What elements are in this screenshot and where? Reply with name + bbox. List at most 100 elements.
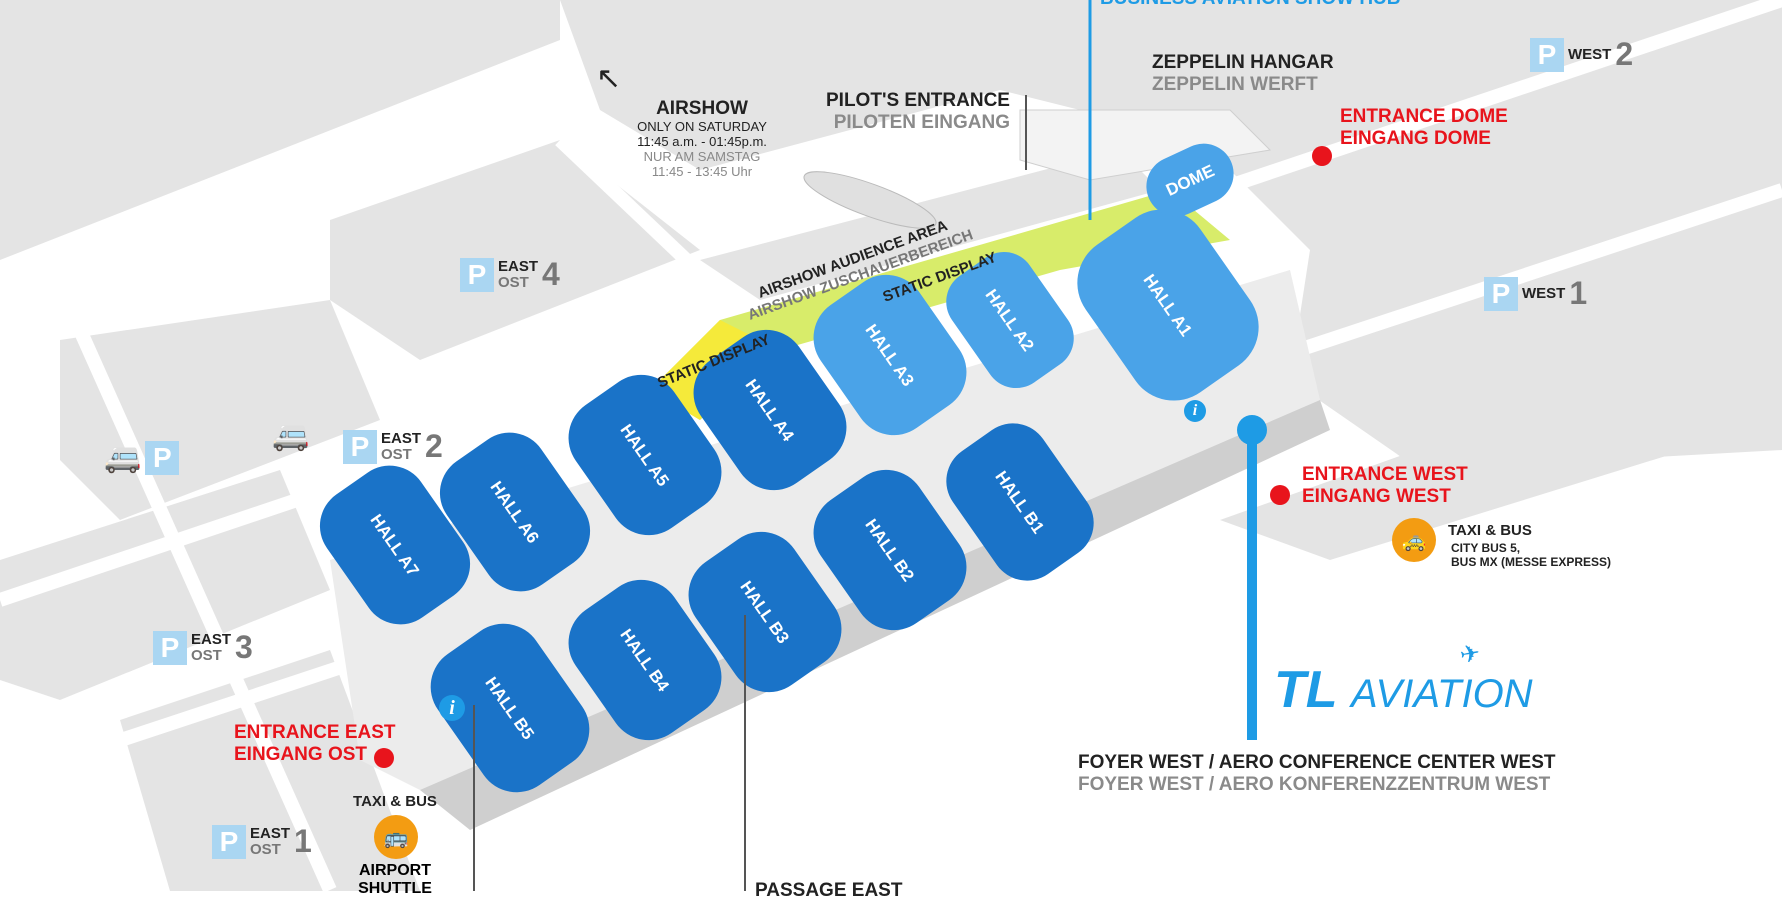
parking-icon: P — [1530, 37, 1564, 72]
parking-number: 3 — [235, 629, 253, 665]
taxi-east-label: TAXI & BUS — [340, 793, 450, 810]
airshow-line: 11:45 a.m. - 01:45p.m. — [637, 133, 767, 149]
parking-name: EAST — [191, 630, 232, 648]
hall-roof — [946, 423, 1094, 581]
camper-icon: 🚐 — [104, 441, 142, 474]
taxi-bus-icon: 🚕 — [1392, 518, 1436, 562]
airport-shuttle-label: AIRPORT SHUTTLE — [358, 862, 432, 898]
parking-name: WEST — [1568, 45, 1612, 63]
parking-name: EAST — [498, 257, 539, 275]
hall-hall-a7[interactable]: HALL A7 — [305, 451, 485, 640]
arrow-up-left-icon: ↖ — [596, 62, 622, 95]
hall-hall-b4[interactable]: HALL B4 — [553, 564, 737, 756]
parking-number: 4 — [542, 256, 560, 292]
entrance-dome-de: EINGANG DOME — [1340, 127, 1491, 149]
hall-hall-a3[interactable]: HALL A3 — [798, 259, 982, 451]
parking-name-de: OST — [498, 273, 529, 291]
hall-hall-b1[interactable]: HALL B1 — [932, 409, 1108, 595]
hall-roof — [946, 251, 1074, 389]
parking-west-2[interactable]: P WEST 2 — [1530, 36, 1633, 73]
entrance-west-de: EINGANG WEST — [1302, 485, 1451, 507]
entrance-dome-marker[interactable] — [1312, 146, 1332, 166]
parking-icon: P — [460, 257, 494, 292]
entrance-east-en: ENTRANCE EAST — [234, 722, 396, 743]
parking-icon: P — [145, 440, 180, 475]
parking-number: 1 — [1569, 275, 1588, 311]
hall-hall-b5[interactable]: HALL B5 — [415, 608, 605, 808]
airshow-title: AIRSHOW — [656, 98, 748, 119]
hall-roof — [813, 469, 967, 631]
entrance-dome-label: ENTRANCE DOME EINGANG DOME — [1340, 106, 1508, 150]
entrance-west-en: ENTRANCE WEST — [1302, 464, 1468, 485]
entrance-west-marker[interactable] — [1270, 485, 1290, 505]
hall-roof — [319, 465, 471, 625]
hall-roof — [568, 374, 722, 536]
pilot-entrance-en: PILOT'S ENTRANCE — [826, 90, 1010, 111]
parking-name: EAST — [381, 429, 422, 447]
parking-name: WEST — [1522, 284, 1566, 302]
zeppelin-en: ZEPPELIN HANGAR — [1152, 52, 1334, 73]
hall-hall-a2[interactable]: HALL A2 — [934, 240, 1086, 401]
hall-roof — [693, 329, 847, 491]
parking-name-de: OST — [250, 840, 281, 858]
taxi-west-line: BUS MX (MESSE EXPRESS) — [1451, 555, 1612, 570]
parking-name-de: OST — [191, 646, 222, 664]
info-icon[interactable]: i — [439, 695, 465, 721]
parking-number: 2 — [425, 428, 443, 464]
entrance-east-marker[interactable] — [374, 748, 394, 768]
foyer-de: FOYER WEST / AERO KONFERENZZENTRUM WEST — [1078, 773, 1551, 795]
foyer-en: FOYER WEST / AERO CONFERENCE CENTER WEST — [1078, 752, 1556, 773]
parking-icon: P — [343, 429, 377, 464]
entrance-east-label: ENTRANCE EAST EINGANG OST — [234, 722, 396, 766]
hall-roof — [688, 531, 842, 693]
hall-hall-a6[interactable]: HALL A6 — [425, 418, 605, 607]
hall-hall-a4[interactable]: HALL A4 — [678, 314, 862, 506]
airshow-line: NUR AM SAMSTAG — [643, 148, 761, 164]
airshow-info: AIRSHOW ONLY ON SATURDAY 11:45 a.m. - 01… — [612, 98, 792, 180]
taxi-west-line: CITY BUS 5, — [1451, 541, 1521, 556]
parking-number: 1 — [294, 823, 312, 859]
hall-hall-b2[interactable]: HALL B2 — [798, 454, 982, 646]
foyer-pointer-dot — [1237, 415, 1267, 445]
taxi-west-label: TAXI & BUS CITY BUS 5, BUS MX (MESSE EXP… — [1448, 522, 1611, 570]
zeppelin-hangar-label: ZEPPELIN HANGAR ZEPPELIN WERFT — [1152, 52, 1334, 96]
foyer-label: FOYER WEST / AERO CONFERENCE CENTER WEST… — [1078, 752, 1556, 796]
zeppelin-icon — [803, 171, 937, 229]
taxi-bus-icon: 🚌 — [374, 815, 418, 859]
parking-number: 2 — [1615, 36, 1634, 72]
parking-name: EAST — [250, 824, 291, 842]
hall-roof — [568, 579, 722, 741]
parking-west-1[interactable]: P WEST 1 — [1484, 275, 1587, 312]
pilot-entrance-de: PILOTEN EINGANG — [833, 111, 1010, 133]
hall-roof — [813, 274, 967, 436]
taxi-west-title: TAXI & BUS — [1448, 522, 1532, 539]
entrance-dome-en: ENTRANCE DOME — [1340, 106, 1508, 127]
parking-icon: P — [1484, 276, 1518, 311]
hall-roof — [1146, 143, 1234, 217]
parking-camper[interactable]: 🚐 P — [104, 440, 180, 475]
camper-icon: 🚐 — [272, 418, 310, 453]
hall-dome[interactable]: DOME — [1137, 134, 1244, 226]
hall-roof — [1077, 209, 1259, 401]
parking-name-de: OST — [381, 445, 412, 463]
airshow-audience-area — [650, 190, 1230, 420]
airshow-line: ONLY ON SATURDAY — [637, 118, 767, 134]
tl-aviation-logo: TL AVIATION — [1274, 661, 1533, 719]
hall-hall-a5[interactable]: HALL A5 — [553, 359, 737, 551]
entrance-west-label: ENTRANCE WEST EINGANG WEST — [1302, 464, 1468, 508]
parking-icon: P — [212, 824, 246, 859]
pilot-entrance-label: PILOT'S ENTRANCE PILOTEN EINGANG — [826, 90, 1010, 134]
info-icon[interactable]: i — [1184, 400, 1206, 422]
hall-roof — [439, 432, 591, 592]
taxi-east-title: TAXI & BUS — [353, 793, 437, 810]
hall-hall-a1[interactable]: HALL A1 — [1059, 191, 1277, 419]
parking-icon: P — [153, 630, 187, 665]
entrance-east-de: EINGANG OST — [234, 743, 368, 765]
zeppelin-de: ZEPPELIN WERFT — [1152, 73, 1318, 95]
